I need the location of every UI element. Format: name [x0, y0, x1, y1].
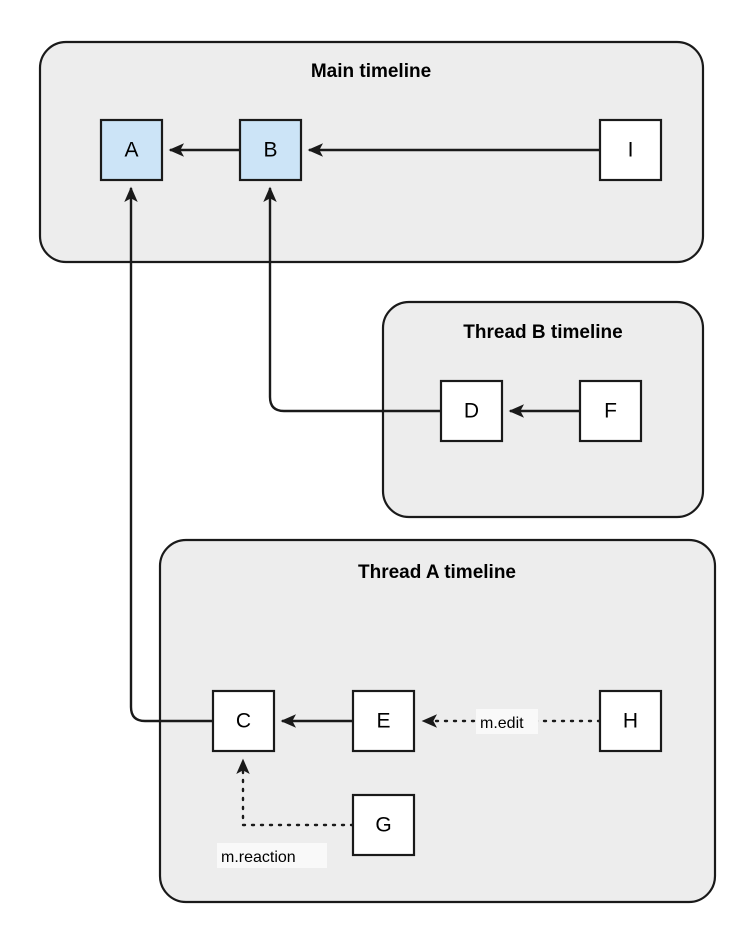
group-title-thread-a-timeline: Thread A timeline — [358, 562, 516, 583]
node-label-h: H — [623, 710, 638, 733]
group-title-main-timeline: Main timeline — [311, 61, 431, 82]
edge-label-m-reaction: m.reaction — [217, 843, 327, 868]
node-label-a: A — [124, 139, 138, 162]
node-label-f: F — [604, 400, 617, 423]
group-main-timeline[interactable]: Main timeline — [38, 40, 705, 264]
edge-label-text-m-edit: m.edit — [480, 715, 524, 732]
node-rect-e[interactable] — [351, 689, 416, 753]
node-label-d: D — [464, 400, 479, 423]
node-label-b: B — [263, 139, 277, 162]
node-a[interactable]: A — [99, 118, 164, 182]
edge-c-to-a[interactable] — [124, 186, 213, 723]
node-label-i: I — [628, 139, 634, 162]
node-rect-b[interactable] — [238, 118, 303, 182]
edge-label-bg-m-edit — [476, 709, 538, 734]
node-rect-i[interactable] — [598, 118, 663, 182]
node-rect-a[interactable] — [99, 118, 164, 182]
group-rect-main-timeline[interactable] — [38, 40, 705, 264]
group-title-thread-b-timeline: Thread B timeline — [463, 322, 622, 343]
group-thread-b-timeline[interactable]: Thread B timeline — [381, 300, 705, 519]
node-rect-f[interactable] — [578, 379, 643, 443]
node-rect-h[interactable] — [598, 689, 663, 753]
edge-label-bg-m-reaction — [217, 843, 327, 868]
edge-d-to-b[interactable] — [263, 186, 441, 413]
edge-label-m-edit: m.edit — [476, 709, 538, 734]
node-label-c: C — [236, 710, 251, 733]
node-g[interactable]: G — [351, 793, 416, 857]
edge-g-to-c[interactable] — [236, 758, 355, 827]
node-b[interactable]: B — [238, 118, 303, 182]
node-rect-c[interactable] — [211, 689, 276, 753]
node-d[interactable]: D — [439, 379, 504, 443]
node-rect-d[interactable] — [439, 379, 504, 443]
node-rect-g[interactable] — [351, 793, 416, 857]
group-rect-thread-b-timeline[interactable] — [381, 300, 705, 519]
node-label-e: E — [376, 710, 390, 733]
node-f[interactable]: F — [578, 379, 643, 443]
node-e[interactable]: E — [351, 689, 416, 753]
node-h[interactable]: H — [598, 689, 663, 753]
node-label-g: G — [375, 814, 391, 837]
edge-label-text-m-reaction: m.reaction — [221, 849, 296, 866]
node-i[interactable]: I — [598, 118, 663, 182]
node-c[interactable]: C — [211, 689, 276, 753]
